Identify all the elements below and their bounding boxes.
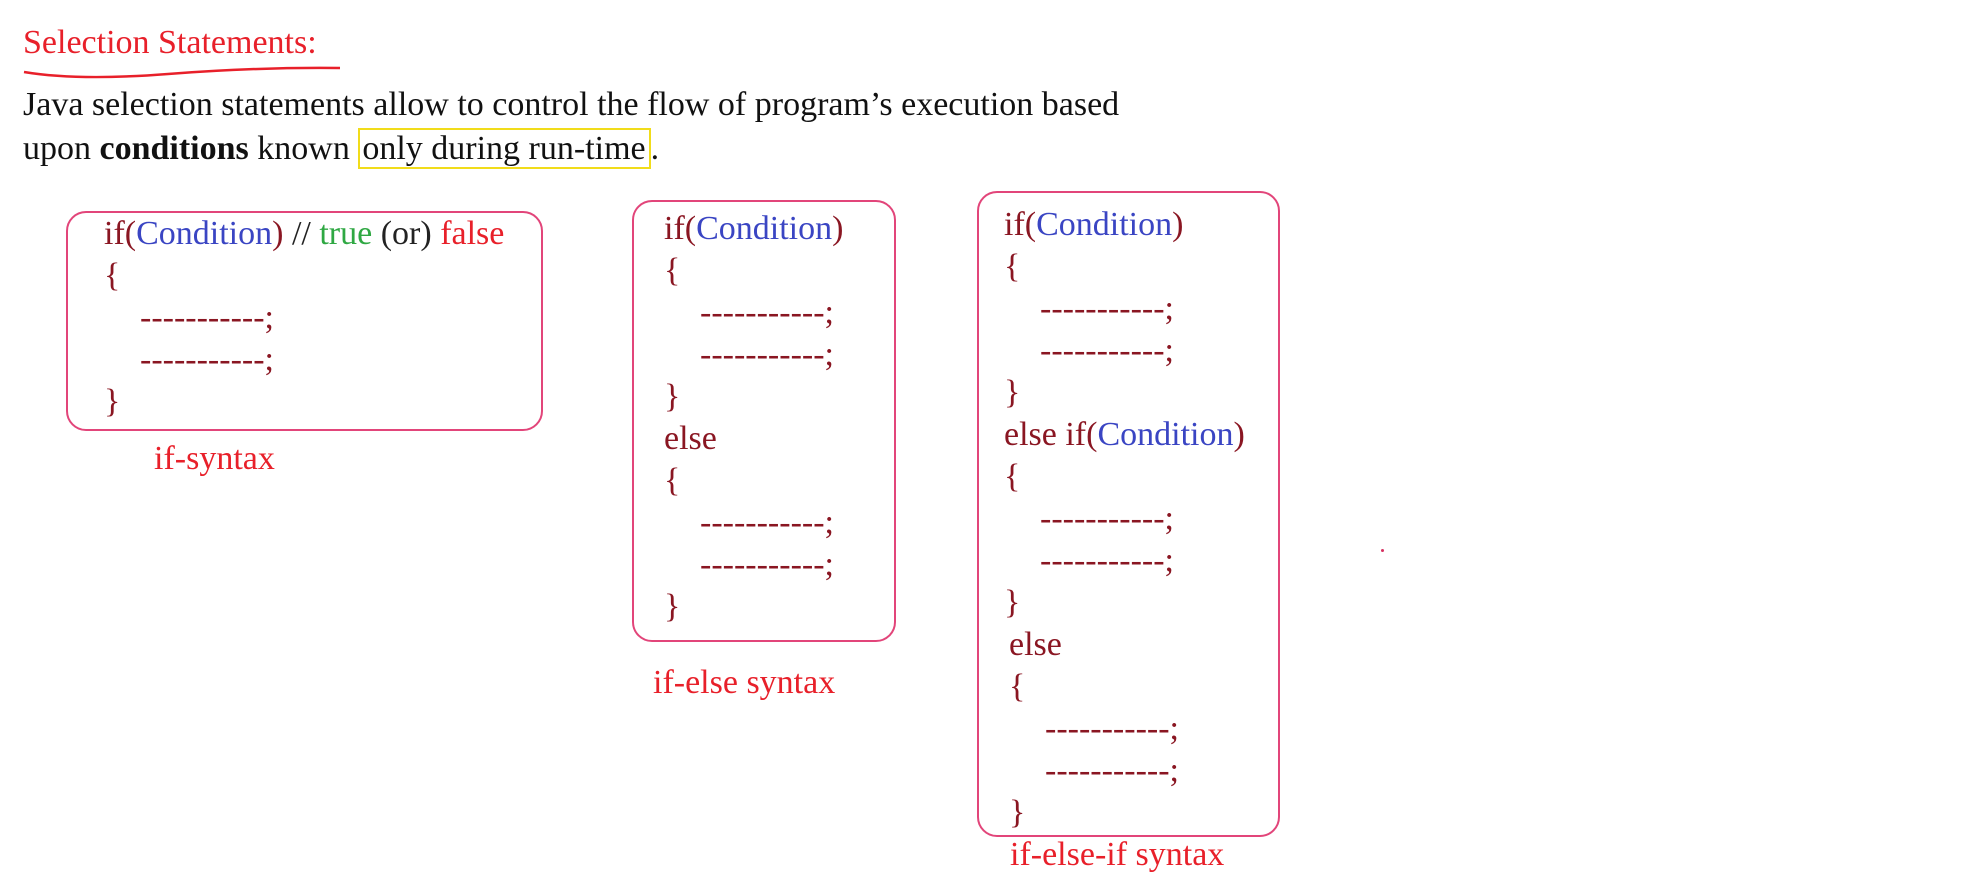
- if-syntax-caption: if-syntax: [154, 440, 275, 477]
- code-line: -----------;: [140, 341, 274, 378]
- code-line: -----------;: [1045, 752, 1179, 789]
- code-line: {: [1009, 668, 1026, 705]
- code-line: -----------;: [700, 336, 834, 373]
- code-line: if(Condition): [1004, 206, 1184, 243]
- code-line: }: [104, 383, 121, 420]
- code-line: }: [664, 588, 681, 625]
- if-syntax-box: [66, 211, 543, 431]
- code-line: {: [104, 257, 121, 294]
- code-line: else: [664, 420, 717, 457]
- stray-dot: [1381, 549, 1384, 552]
- intro-bold-term: conditions: [99, 130, 249, 167]
- code-line: }: [664, 378, 681, 415]
- code-line: }: [1004, 374, 1021, 411]
- if-else-syntax-caption: if-else syntax: [653, 664, 836, 701]
- code-line: -----------;: [1045, 710, 1179, 747]
- code-line: -----------;: [700, 294, 834, 331]
- code-line: if(Condition): [664, 210, 844, 247]
- highlighted-phrase: only during run-time: [358, 128, 651, 169]
- code-line: -----------;: [1040, 542, 1174, 579]
- code-line: {: [1004, 248, 1021, 285]
- code-line: -----------;: [1040, 500, 1174, 537]
- intro-line-2: upon conditions known only during run-ti…: [23, 128, 660, 169]
- heading-underline: [23, 66, 341, 79]
- code-line: -----------;: [1040, 290, 1174, 327]
- intro-text: upon: [23, 130, 100, 167]
- section-heading: Selection Statements:: [23, 24, 317, 61]
- code-line: {: [664, 462, 681, 499]
- if-syntax-code: if(Condition) // true (or) false { -----…: [104, 213, 504, 423]
- code-line: }: [1009, 794, 1026, 831]
- code-line: -----------;: [140, 299, 274, 336]
- code-line: {: [664, 252, 681, 289]
- code-line: -----------;: [700, 504, 834, 541]
- code-line: else if(Condition): [1004, 416, 1245, 453]
- if-else-syntax-box: [632, 200, 896, 642]
- code-line: {: [1004, 458, 1021, 495]
- intro-text: .: [650, 130, 660, 167]
- intro-text: known: [248, 130, 359, 167]
- if-else-if-syntax-code: if(Condition) { -----------; -----------…: [1004, 204, 1245, 834]
- code-line: else: [1009, 626, 1062, 663]
- if-else-syntax-code: if(Condition) { -----------; -----------…: [664, 208, 843, 628]
- code-line: -----------;: [700, 546, 834, 583]
- if-else-if-syntax-caption: if-else-if syntax: [1010, 836, 1225, 873]
- if-else-if-syntax-box: [977, 191, 1280, 837]
- code-line: if(Condition) // true (or) false: [104, 215, 505, 252]
- intro-line-1: Java selection statements allow to contr…: [23, 86, 1120, 123]
- code-line: -----------;: [1040, 332, 1174, 369]
- code-line: }: [1004, 584, 1021, 621]
